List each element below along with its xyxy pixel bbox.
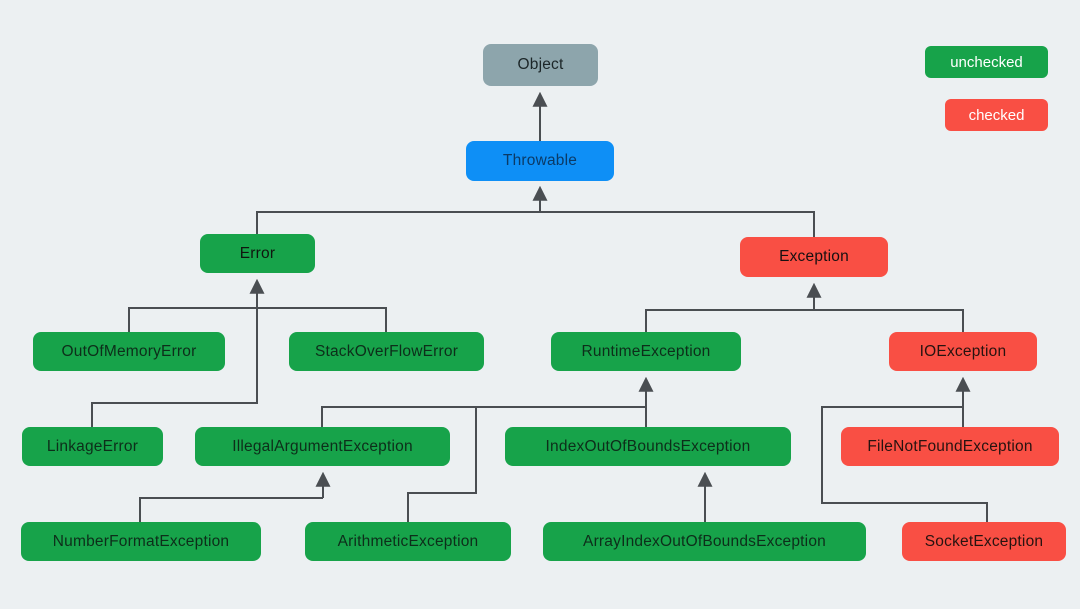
node-runtimeexception: RuntimeException — [551, 332, 741, 371]
legend-checked: checked — [945, 99, 1048, 131]
edge-filenotfound-socket-ioexception — [821, 406, 988, 522]
node-arithmeticexception: ArithmeticException — [305, 522, 511, 561]
edge-bus-illegalarg-indexoob — [321, 406, 647, 427]
node-stackoverflowerror: StackOverFlowError — [289, 332, 484, 371]
node-indexoutofboundsexception: IndexOutOfBoundsException — [505, 427, 791, 466]
node-linkageerror: LinkageError — [22, 427, 163, 466]
edge-linkageerror-error — [91, 308, 258, 427]
node-socketexception: SocketException — [902, 522, 1066, 561]
node-throwable: Throwable — [466, 141, 614, 181]
node-numberformatexception: NumberFormatException — [21, 522, 261, 561]
edge-bus-error-exception — [256, 211, 815, 237]
node-filenotfoundexception: FileNotFoundException — [841, 427, 1059, 466]
node-exception: Exception — [740, 237, 888, 277]
edge-arithmetic-runtimeexception — [407, 407, 477, 522]
legend-unchecked: unchecked — [925, 46, 1048, 78]
node-ioexception: IOException — [889, 332, 1037, 371]
edge-bus-runtime-io — [645, 309, 964, 332]
edge-numberformat-illegalargument — [139, 497, 323, 522]
node-illegalargumentexception: IllegalArgumentException — [195, 427, 450, 466]
node-outofmemoryerror: OutOfMemoryError — [33, 332, 225, 371]
node-object: Object — [483, 44, 598, 86]
node-error: Error — [200, 234, 315, 273]
node-arrayindexoutofboundsexception: ArrayIndexOutOfBoundsException — [543, 522, 866, 561]
